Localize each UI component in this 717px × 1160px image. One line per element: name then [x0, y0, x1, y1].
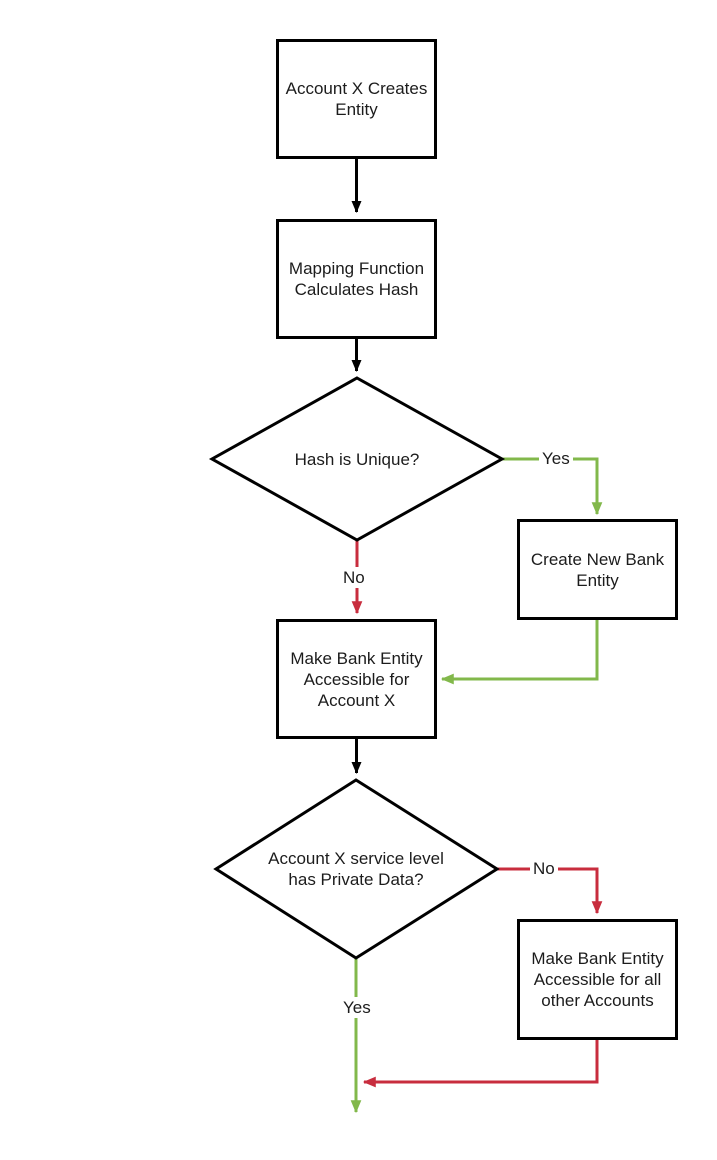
- node-label: Account X Creates Entity: [285, 79, 428, 119]
- decision-hash-is-unique: [208, 376, 506, 542]
- node-label: Make Bank Entity Accessible for all othe…: [531, 949, 664, 1010]
- node-mapping-function-calculates-hash: Mapping Function Calculates Hash: [276, 219, 437, 339]
- node-create-new-bank-entity: Create New Bank Entity: [517, 519, 678, 620]
- edge-unique-yes-to-create: [502, 457, 603, 516]
- edge-create-to-access-x: [440, 620, 599, 685]
- edge-label-private-no: No: [530, 858, 558, 879]
- decision-label-private-data: Account X service level has Private Data…: [256, 838, 456, 900]
- node-account-x-creates-entity: Account X Creates Entity: [276, 39, 437, 159]
- node-make-bank-entity-accessible-account-x: Make Bank Entity Accessible for Account …: [276, 619, 437, 739]
- decision-private-data: [213, 778, 500, 960]
- node-label: Make Bank Entity Accessible for Account …: [290, 648, 423, 710]
- decision-label-text: Hash is Unique?: [294, 449, 420, 469]
- node-label: Create New Bank Entity: [530, 549, 665, 590]
- edge-access-all-join: [362, 1040, 599, 1088]
- edge-label-private-yes: Yes: [340, 997, 374, 1018]
- node-label: Mapping Function Calculates Hash: [288, 259, 425, 299]
- decision-label-text: Account X service level has Private Data…: [268, 849, 444, 889]
- edge-label-unique-yes: Yes: [539, 448, 573, 469]
- decision-label-hash-is-unique: Hash is Unique?: [257, 438, 457, 480]
- edge-label-unique-no: No: [340, 567, 368, 588]
- node-make-bank-entity-accessible-all-accounts: Make Bank Entity Accessible for all othe…: [517, 919, 678, 1040]
